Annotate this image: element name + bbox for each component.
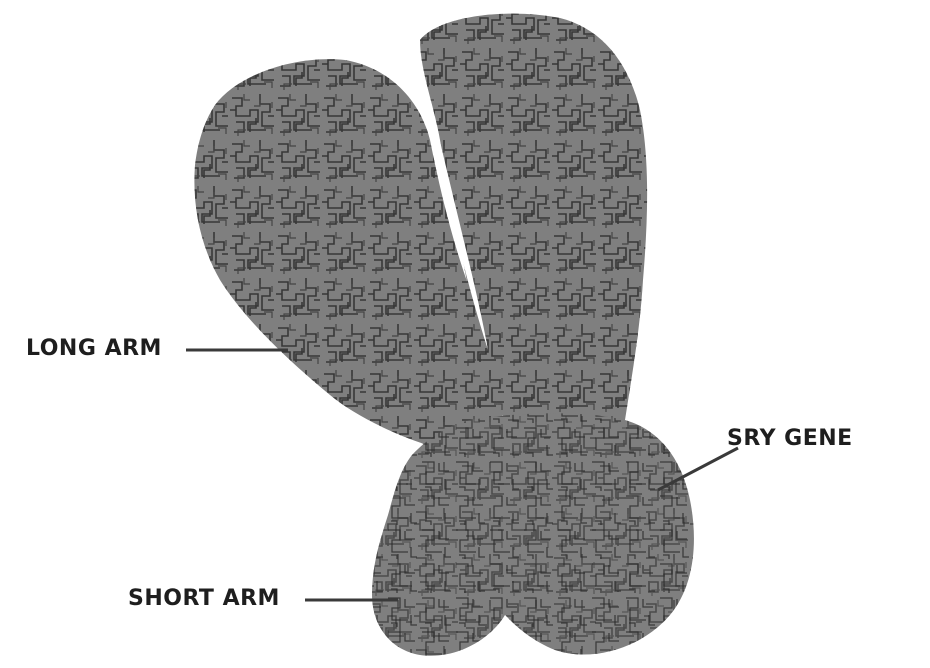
sry-gene-label: SRY GENE — [727, 426, 853, 451]
long-arm-label: LONG ARM — [26, 336, 162, 361]
short-arm-label: SHORT ARM — [128, 586, 280, 611]
